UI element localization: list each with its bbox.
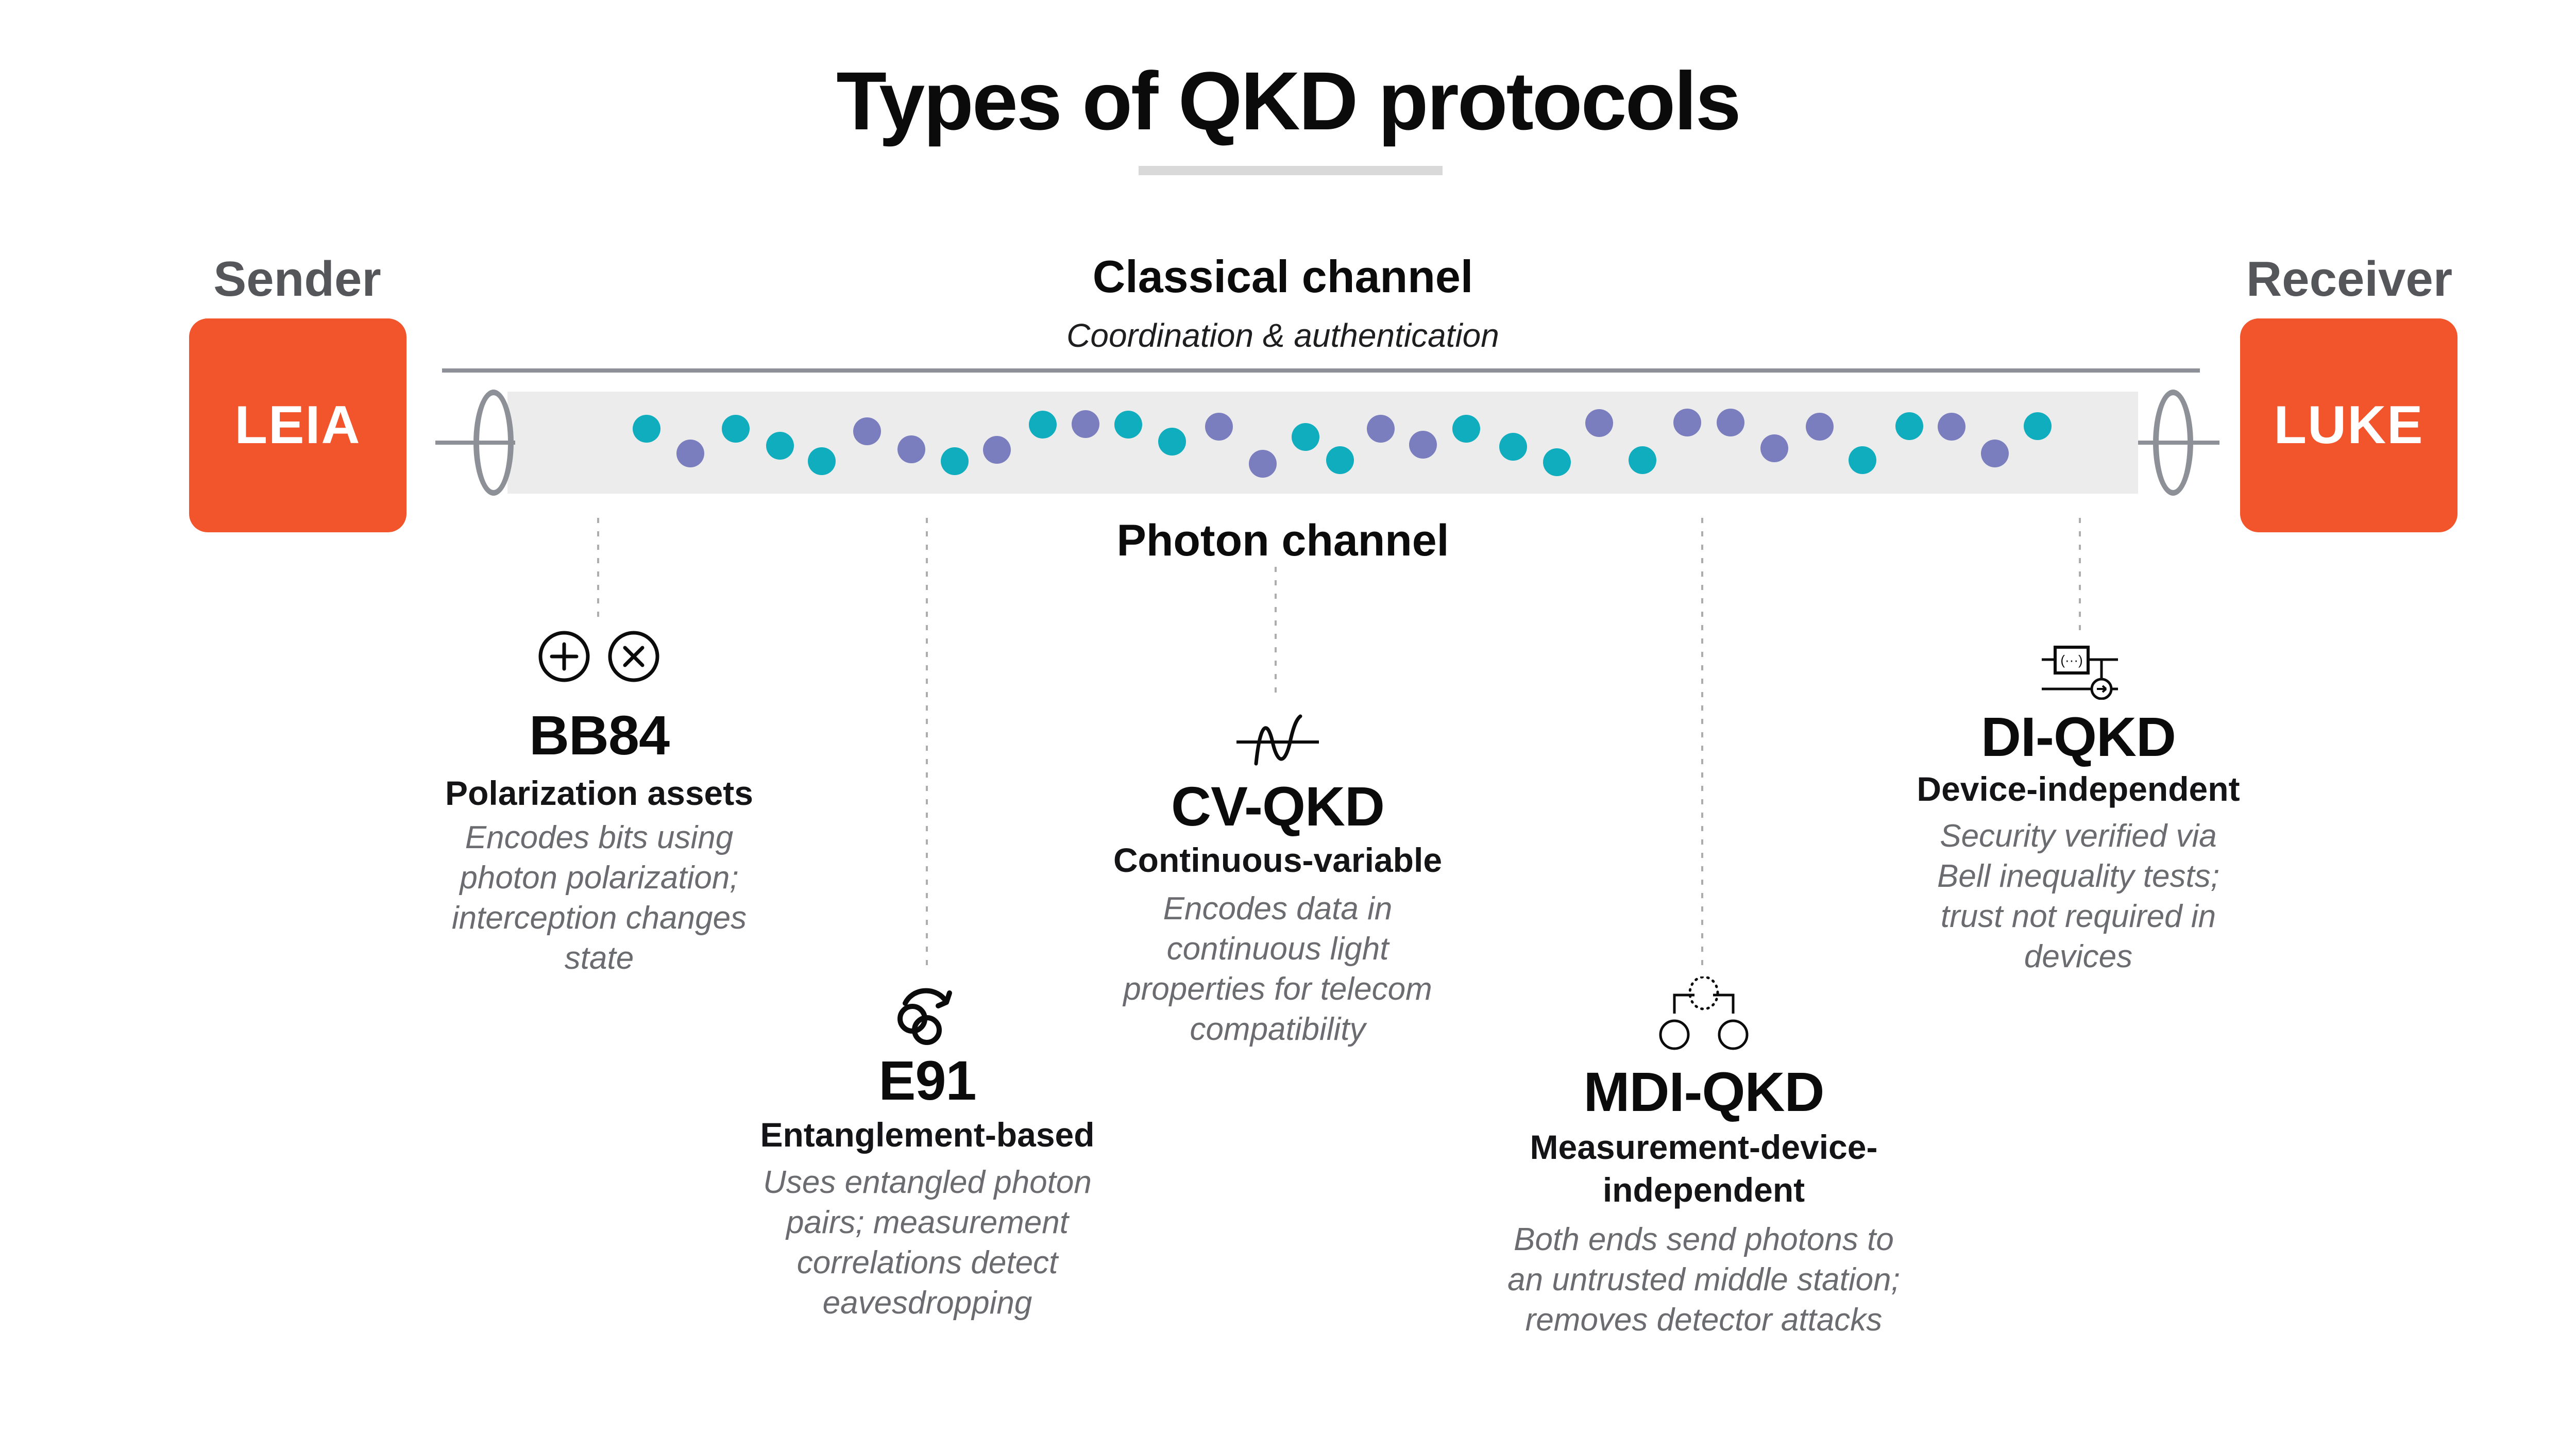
untrusted-middle-station-icon — [1472, 976, 1936, 1054]
photon-dot-teal — [1292, 423, 1319, 451]
photon-dot-purple — [1673, 409, 1701, 436]
photon-dot-teal — [2024, 412, 2052, 440]
sender-label: Sender — [213, 251, 381, 307]
protocol-title: MDI-QKD — [1583, 1060, 1825, 1123]
photon-dot-purple — [1585, 409, 1613, 437]
guide-line-e91 — [926, 518, 928, 971]
protocol-title: DI-QKD — [1981, 705, 2176, 768]
photon-channel-label: Photon channel — [1116, 516, 1449, 565]
photon-dot-teal — [722, 415, 750, 443]
guide-line-cvqkd — [1275, 567, 1277, 701]
description-line: Encodes data in — [1163, 891, 1393, 926]
description-line: continuous light — [1166, 931, 1389, 967]
fiber-stub-left — [435, 441, 515, 445]
sender-name: LEIA — [234, 395, 361, 455]
classical-channel-line — [442, 368, 2200, 373]
description-line: properties for telecom — [1123, 971, 1432, 1007]
photon-dot-purple — [1367, 415, 1395, 443]
photon-dot-purple — [1717, 409, 1744, 436]
photon-channel-tube — [507, 392, 2138, 494]
fiber-stub-right — [2138, 441, 2219, 445]
description-line: compatibility — [1190, 1012, 1366, 1047]
photon-dot-teal — [1499, 433, 1527, 461]
protocol-subtitle: Entanglement-based — [760, 1116, 1095, 1154]
protocol-title: BB84 — [529, 704, 670, 766]
photon-dot-teal — [1849, 446, 1876, 474]
entangled-rings-icon — [696, 982, 1159, 1046]
description-line: Security verified via — [1940, 818, 2217, 854]
receiver-box: LUKE — [2240, 318, 2458, 532]
description-line: photon polarization; — [460, 860, 739, 896]
receiver-name: LUKE — [2274, 395, 2424, 455]
description-line: correlations detect — [796, 1245, 1058, 1280]
protocol-description: Both ends send photons to an untrusted mi… — [1472, 1220, 1936, 1340]
photon-dot-purple — [853, 417, 881, 445]
title-underline — [1139, 166, 1443, 175]
protocol-subtitle: Polarization assets — [445, 774, 753, 812]
quantum-circuit-icon: (···) — [1846, 643, 2310, 700]
guide-line-diqkd — [2079, 518, 2081, 635]
svg-text:(···): (···) — [2060, 652, 2082, 668]
description-line: removes detector attacks — [1525, 1302, 1883, 1338]
description-line: interception changes — [451, 900, 747, 936]
protocol-subtitle: Device-independent — [1917, 770, 2240, 808]
photon-dot-teal — [1114, 411, 1142, 439]
classical-channel-label: Classical channel — [1092, 251, 1473, 302]
description-line: Both ends send photons to — [1514, 1222, 1894, 1257]
protocol-description: Uses entangled photon pairs; measurement c… — [696, 1162, 1159, 1323]
description-line: an untrusted middle station; — [1507, 1262, 1900, 1298]
photon-dot-teal — [1629, 446, 1656, 474]
photon-dot-purple — [676, 440, 704, 467]
sine-wave-icon — [1046, 710, 1510, 772]
photon-dot-teal — [766, 432, 794, 460]
classical-channel-labels: Classical channel Coordination & authent… — [1025, 250, 1540, 355]
description-line: Bell inequality tests; — [1937, 858, 2219, 894]
photon-dot-purple — [1072, 410, 1099, 438]
photon-dot-purple — [1205, 413, 1233, 441]
protocol-description: Encodes data in continuous light propertie… — [1046, 889, 1510, 1050]
protocol-title: E91 — [878, 1049, 976, 1111]
protocol-title: CV-QKD — [1171, 775, 1385, 837]
photon-dot-teal — [941, 447, 969, 475]
photon-dot-purple — [897, 435, 925, 463]
polarization-bases-icon — [367, 631, 831, 682]
page-title: Types of QKD protocols — [836, 55, 1741, 147]
photon-dot-purple — [1409, 431, 1437, 459]
description-line: devices — [2024, 939, 2133, 974]
photon-dot-teal — [808, 447, 836, 475]
photon-dot-teal — [1029, 411, 1057, 439]
photon-dot-purple — [1249, 450, 1277, 478]
sender-box: LEIA — [189, 318, 406, 532]
photon-dot-purple — [1760, 434, 1788, 462]
receiver-label: Receiver — [2246, 251, 2453, 307]
guide-line-bb84 — [597, 518, 599, 621]
photon-dot-purple — [1981, 440, 2009, 467]
classical-channel-sublabel: Coordination & authentication — [1066, 317, 1499, 354]
photon-dot-teal — [633, 415, 660, 443]
description-line: pairs; measurement — [786, 1205, 1069, 1240]
photon-dot-teal — [1543, 448, 1571, 476]
photon-dot-purple — [1938, 413, 1965, 441]
photon-dot-purple — [1806, 413, 1834, 441]
guide-line-mdiqkd — [1701, 518, 1703, 969]
protocol-subtitle: Measurement-device-independent — [1530, 1128, 1878, 1209]
protocol-description: Encodes bits using photon polarization; in… — [367, 818, 831, 979]
description-line: Uses entangled photon — [763, 1165, 1092, 1200]
protocol-subtitle: Continuous-variable — [1113, 841, 1443, 879]
photon-dot-teal — [1452, 415, 1480, 443]
photon-dot-purple — [983, 436, 1011, 464]
description-line: Encodes bits using — [465, 820, 734, 855]
photon-dot-teal — [1326, 446, 1354, 474]
photon-dot-teal — [1158, 428, 1186, 456]
photon-dot-teal — [1895, 412, 1923, 440]
description-line: state — [564, 940, 634, 976]
description-line: eavesdropping — [822, 1285, 1032, 1321]
description-line: trust not required in — [1940, 899, 2216, 934]
